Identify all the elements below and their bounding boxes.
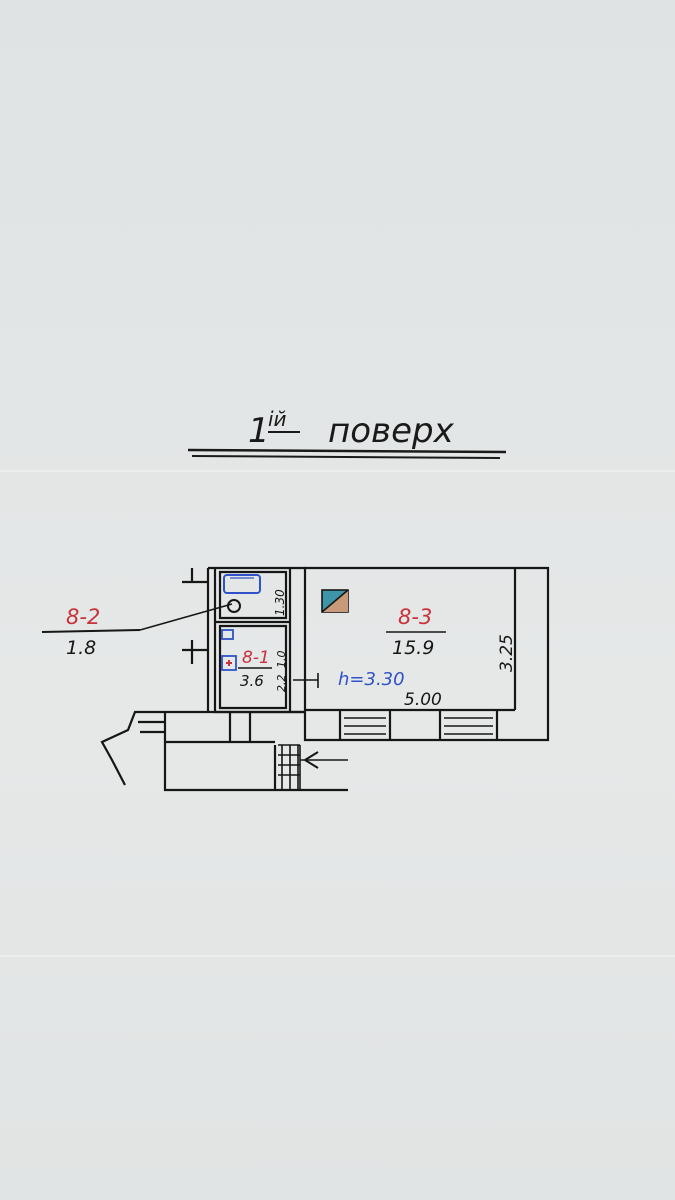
room-1-label: 8-1 <box>242 648 270 668</box>
room-1-dim-b: 2.2 <box>275 675 288 693</box>
bathtub-icon <box>223 574 261 594</box>
window-left-panes <box>344 717 386 735</box>
boiler-icon <box>221 655 237 671</box>
porch-verticals <box>228 712 252 742</box>
room-1-box <box>218 624 288 710</box>
ceiling-height: h=3.30 <box>338 669 405 690</box>
stove-diagonal <box>321 589 349 613</box>
room-1-label-group: 8-1 3.6 1.0 2.2 <box>238 648 319 693</box>
title-superscript: ій <box>268 407 287 431</box>
window-right-frame <box>438 710 499 740</box>
leader-room-2 <box>41 603 233 633</box>
room-3-label: 8-3 <box>398 605 432 629</box>
room-1-dim-a: 1.0 <box>275 651 288 669</box>
stair-risers <box>281 745 299 790</box>
leader-underline <box>41 629 141 633</box>
stair-arrow-icon <box>304 751 319 769</box>
sink-icon <box>221 629 234 640</box>
room-2-area: 1.8 <box>66 637 96 659</box>
title-underline-1 <box>187 448 507 454</box>
title-word: поверх <box>328 411 455 451</box>
entrance-wall-upper <box>182 568 210 712</box>
room-3-length: 3.25 <box>497 634 517 672</box>
angled-steps <box>100 710 165 786</box>
leader-line <box>139 603 233 631</box>
angled-steps-treads <box>138 720 165 734</box>
paper-fold <box>0 955 675 957</box>
room-2-label: 8-2 <box>66 605 100 629</box>
fixtures <box>221 574 349 671</box>
entrance-wall-mid <box>182 640 208 664</box>
title-underline-2 <box>191 455 501 459</box>
room-3-width: 5.00 <box>404 690 442 710</box>
room-3-label-group: 8-3 15.9 h=3.30 5.00 3.25 <box>338 605 517 710</box>
stove-icon <box>321 589 349 613</box>
paper-fold <box>0 470 675 472</box>
room-2-label-group: 8-2 1.8 1.30 <box>66 589 287 659</box>
room-3-area: 15.9 <box>392 637 434 659</box>
walls <box>100 566 550 792</box>
porch-outline <box>163 710 348 792</box>
room-2-dim: 1.30 <box>273 589 287 616</box>
main-room-outline <box>303 566 550 742</box>
window-left-frame <box>338 710 392 740</box>
stairs <box>278 744 348 790</box>
stair-treads <box>278 744 300 776</box>
stair-landing <box>299 745 348 790</box>
room-2-box <box>218 570 288 620</box>
room-1-area: 3.6 <box>240 672 264 690</box>
toilet-icon <box>227 599 241 613</box>
window-right-panes <box>444 717 493 735</box>
title-number: 1 <box>248 411 270 451</box>
floor-title: 1 ій поверх <box>187 407 507 459</box>
